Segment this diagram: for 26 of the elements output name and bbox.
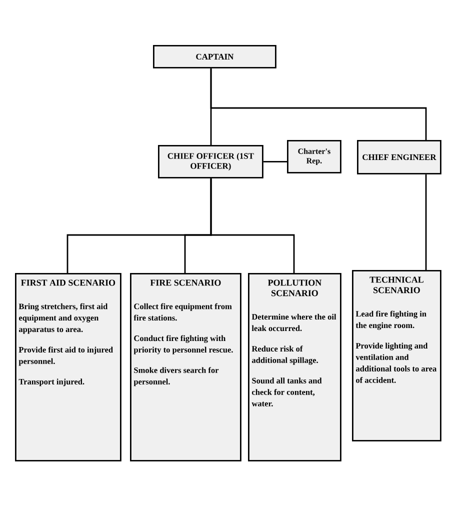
- task-text: Transport injured.: [18, 378, 84, 386]
- task-text: Provide lighting and ventilation and additional tools to area of accident.: [356, 342, 436, 383]
- scenario-box: [352, 270, 442, 442]
- box-heading: TECHNICAL SCENARIO: [370, 276, 424, 294]
- task-text: Reduce risk of additional spillage.: [252, 346, 318, 365]
- connector-line: [210, 68, 427, 140]
- connector-line: [263, 161, 287, 162]
- role-box: CAPTAIN: [153, 45, 276, 68]
- box-heading: POLLUTION SCENARIO: [268, 280, 322, 296]
- role-box: CHIEF ENGINEER: [357, 140, 442, 174]
- task-text: Conduct fire fighting with priority to personnel rescue.: [134, 335, 233, 354]
- task-text: Sound all tanks and check for content, water.: [252, 378, 322, 406]
- task-text: Smoke divers search for personnel.: [134, 367, 219, 386]
- connector-line: [210, 178, 295, 273]
- role-box: CHIEF OFFICER (1ST OFFICER): [158, 145, 264, 178]
- task-text: Provide first aid to injured personnel.: [18, 346, 113, 366]
- scenario-box: [130, 273, 242, 462]
- task-text: Collect fire equipment from fire stations.: [134, 303, 232, 321]
- scenario-box: [15, 273, 122, 462]
- task-text: Bring stretchers, first aid equipment and oxygen apparatus to area.: [18, 303, 108, 334]
- scenario-box: [248, 273, 342, 462]
- task-text: Determine where the oil leak occurred.: [252, 314, 336, 332]
- task-text: Lead fire fighting in the engine room.: [356, 310, 426, 330]
- box-heading: FIRE SCENARIO: [150, 280, 221, 286]
- box-heading: FIRST AID SCENARIO: [21, 280, 116, 286]
- connector-line: [425, 174, 427, 270]
